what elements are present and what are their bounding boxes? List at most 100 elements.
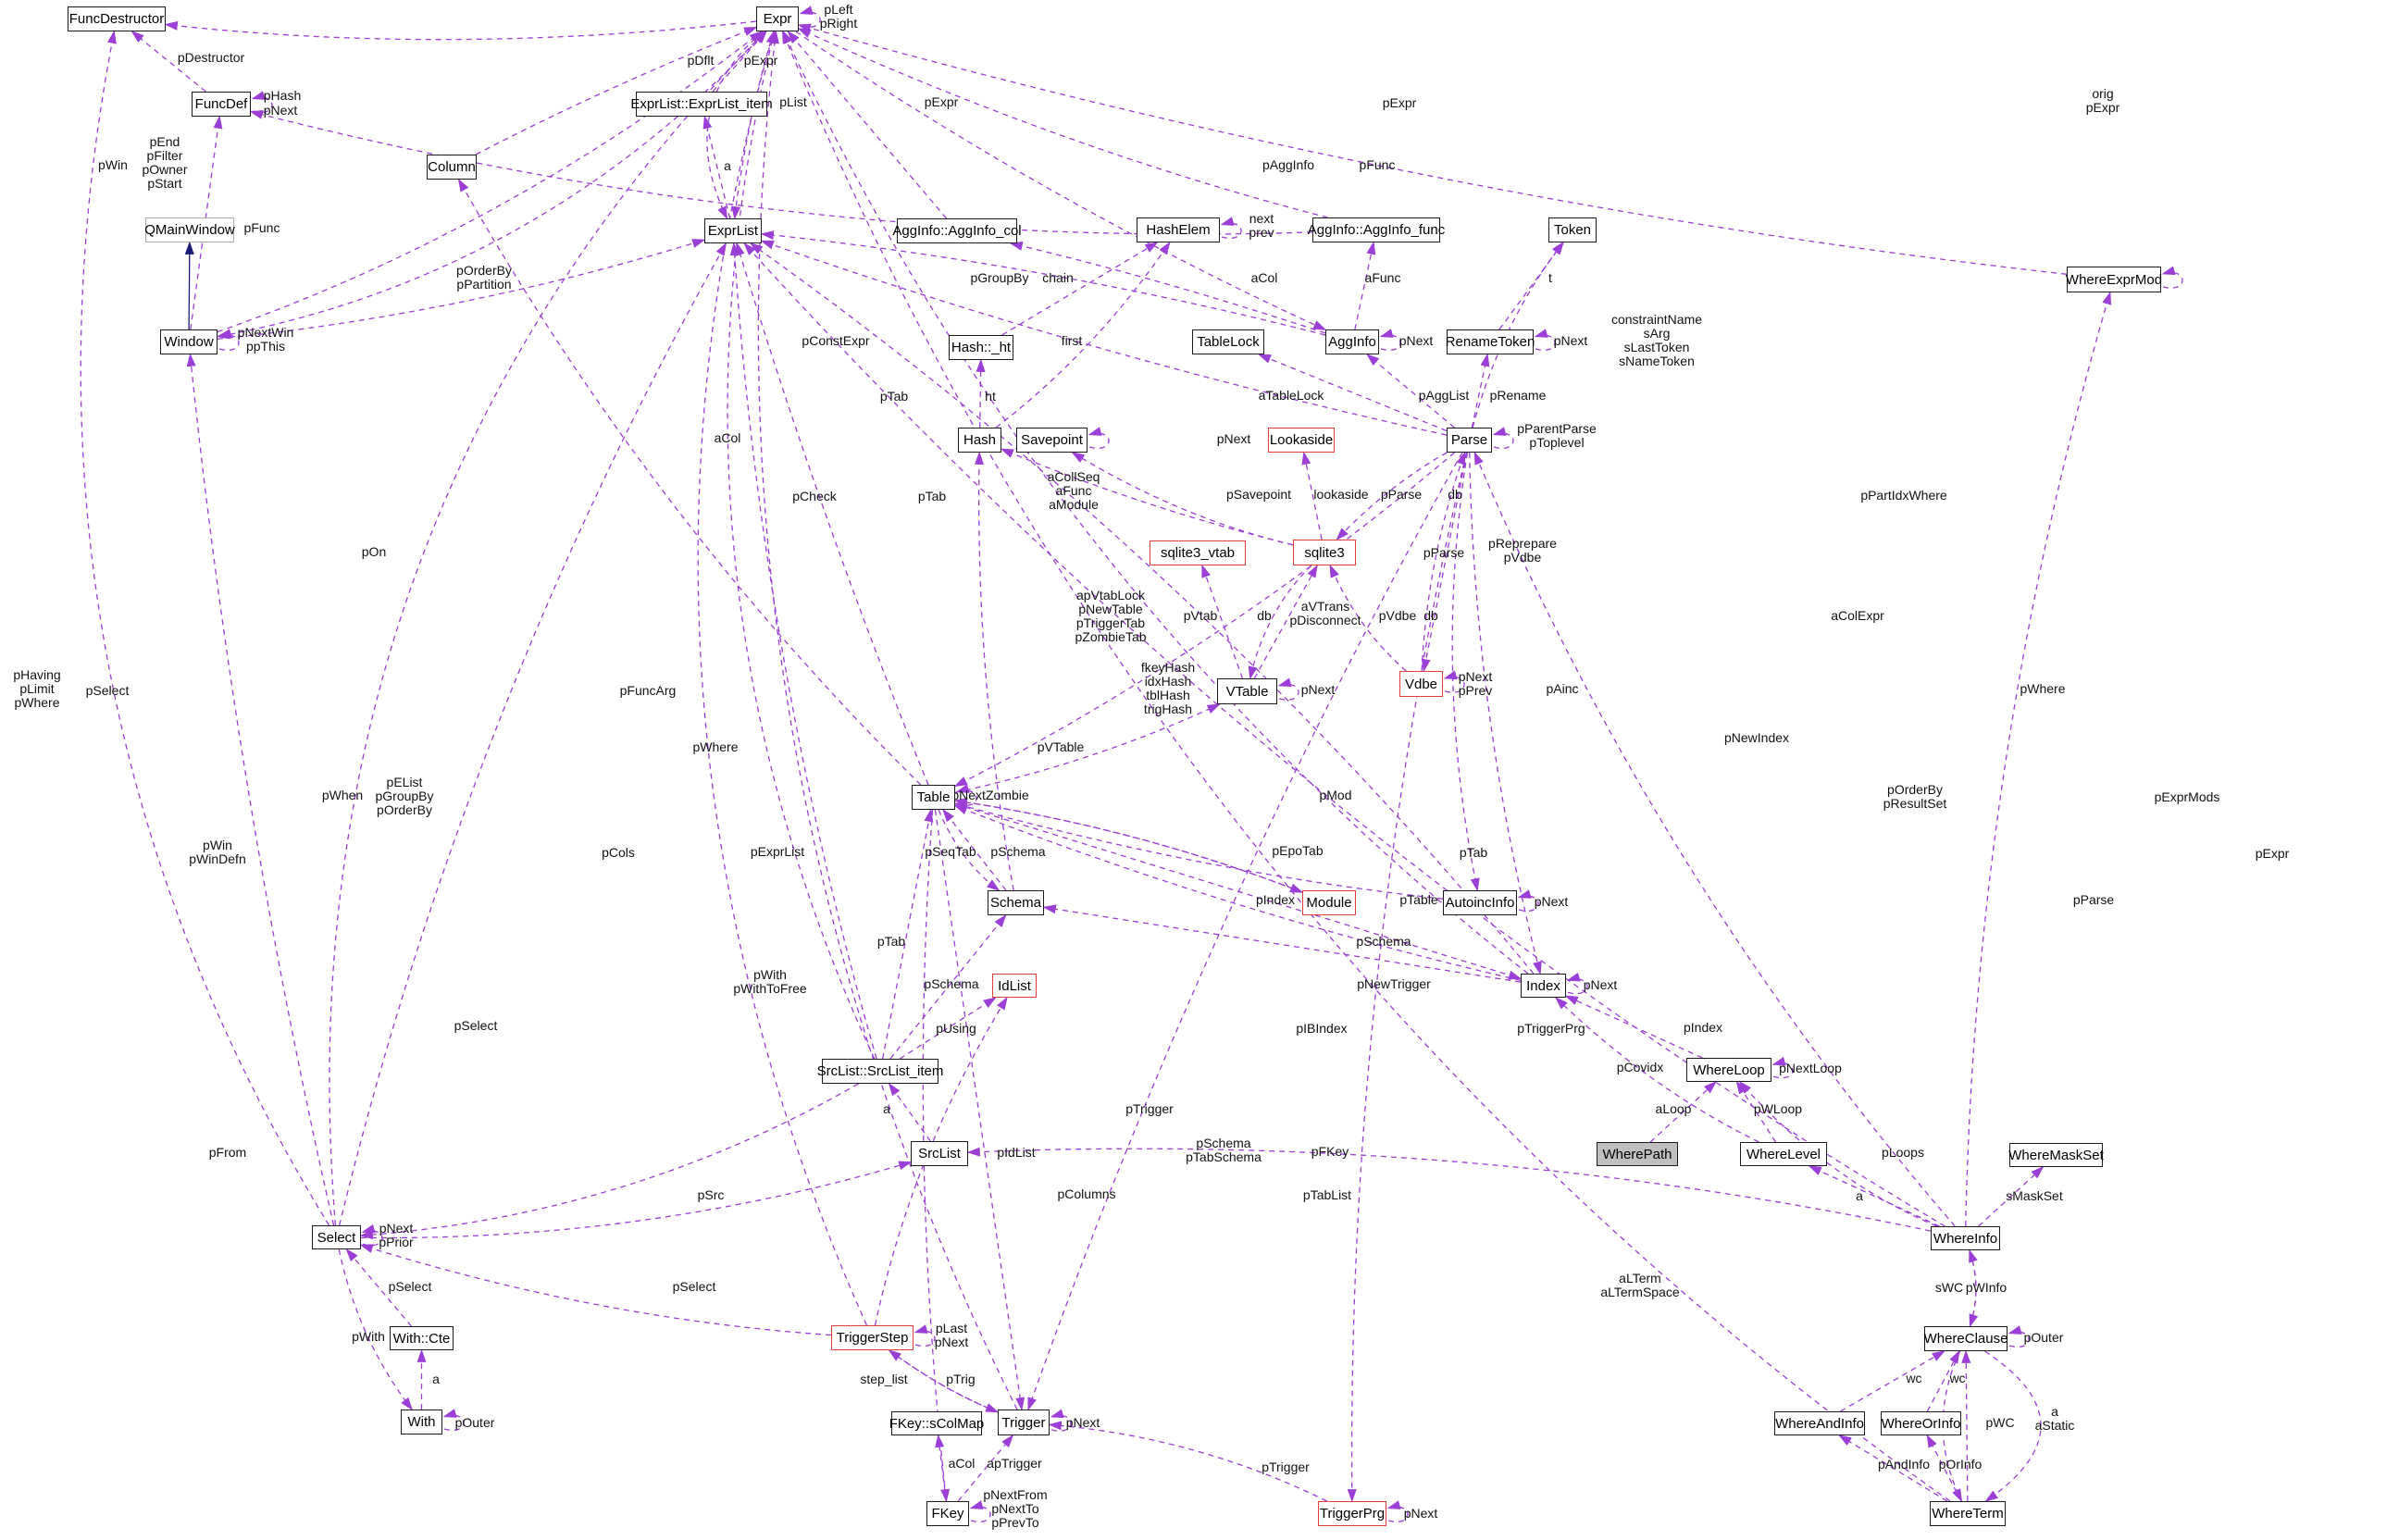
edge [164, 20, 757, 41]
class-node-idlist[interactable]: IdList [992, 974, 1037, 998]
edge [760, 240, 1448, 436]
class-node-whereexprmod[interactable]: WhereExprMod [2066, 267, 2162, 292]
class-node-whereloop[interactable]: WhereLoop [1686, 1058, 1771, 1082]
class-node-exprlist_item[interactable]: ExprList::ExprList_item [630, 92, 773, 117]
edge [1001, 242, 1159, 336]
edge [1471, 353, 1490, 428]
class-node-whereterm[interactable]: WhereTerm [1930, 1501, 2006, 1526]
class-node-funcdef[interactable]: FuncDef [192, 92, 251, 117]
class-node-vtable[interactable]: VTable [1217, 678, 1277, 704]
edge [475, 26, 758, 155]
class-node-agginfo[interactable]: AggInfo [1325, 329, 1379, 354]
class-node-funcdestructor[interactable]: FuncDestructor [68, 6, 166, 31]
class-node-autoincinfo[interactable]: AutoincInfo [1443, 890, 1517, 915]
class-node-renametoken[interactable]: RenameToken [1446, 329, 1535, 354]
edge [749, 242, 1535, 975]
class-node-exprlist[interactable]: ExprList [704, 218, 762, 243]
class-node-sqlite3_vtab[interactable]: sqlite3_vtab [1150, 540, 1246, 565]
edge [217, 239, 706, 340]
edge [914, 1324, 936, 1348]
class-node-agginfo_func[interactable]: AggInfo::AggInfo_func [1308, 217, 1445, 242]
class-node-column[interactable]: Column [427, 155, 477, 180]
edge [760, 230, 1326, 336]
class-node-fkey_scolmap[interactable]: FKey::sColMap [889, 1411, 984, 1435]
edge [1926, 1349, 1960, 1412]
edge [888, 1349, 999, 1413]
edge [757, 30, 1018, 1410]
class-node-srclist_item[interactable]: SrcList::SrcList_item [817, 1059, 943, 1084]
class-node-with_cte[interactable]: With::Cte [390, 1326, 454, 1350]
class-node-wherepath: WherePath [1597, 1142, 1678, 1166]
class-node-window[interactable]: Window [160, 329, 218, 354]
class-node-triggerstep[interactable]: TriggerStep [831, 1325, 914, 1350]
edge [1443, 670, 1465, 693]
edge [360, 1161, 913, 1239]
class-node-qmainwindow[interactable]: QMainWindow [144, 217, 235, 242]
edge [1984, 1350, 2042, 1502]
edge [1771, 1056, 1794, 1079]
class-node-triggerprg[interactable]: TriggerPrg [1318, 1501, 1386, 1526]
edge [249, 110, 1313, 235]
class-node-whereinfo[interactable]: WhereInfo [1931, 1226, 2000, 1250]
class-node-sqlite3[interactable]: sqlite3 [1293, 540, 1356, 565]
edge [217, 31, 763, 333]
class-node-fkey[interactable]: FKey [926, 1501, 969, 1526]
edge [966, 1147, 1932, 1232]
class-node-hash_ht[interactable]: Hash::_ht [949, 335, 1013, 360]
class-node-whereandinfo[interactable]: WhereAndInfo [1774, 1411, 1865, 1435]
class-node-hashelem[interactable]: HashElem [1137, 217, 1220, 242]
edge [1735, 1080, 1777, 1143]
edge [899, 997, 997, 1060]
edge [787, 30, 948, 219]
edge [1201, 564, 1244, 679]
class-node-hash[interactable]: Hash [958, 428, 1001, 453]
edge [953, 805, 1522, 981]
edge [1498, 241, 1564, 330]
class-node-token[interactable]: Token [1548, 217, 1597, 242]
class-node-with[interactable]: With [401, 1410, 442, 1434]
class-node-whereorinfo[interactable]: WhereOrInfo [1881, 1411, 1961, 1435]
edge [953, 797, 1303, 893]
edge [1838, 1434, 1948, 1502]
edge [457, 178, 922, 786]
edge [1840, 1350, 1945, 1412]
class-node-wherelevel[interactable]: WhereLevel [1740, 1142, 1827, 1166]
edge [1965, 291, 2112, 1227]
edge [1978, 1166, 2045, 1227]
edge [345, 1248, 413, 1327]
class-node-agginfo_col[interactable]: AggInfo::AggInfo_col [892, 218, 1022, 243]
edge [216, 31, 766, 340]
edge [2007, 1325, 2030, 1348]
edge [799, 6, 821, 29]
edge [1071, 452, 1294, 546]
edge [889, 1349, 1000, 1413]
class-node-lookaside[interactable]: Lookaside [1268, 428, 1335, 453]
edge [1942, 1350, 1963, 1503]
class-node-table[interactable]: Table [912, 785, 955, 810]
class-node-index[interactable]: Index [1521, 974, 1566, 998]
edge [729, 242, 877, 1060]
class-node-expr[interactable]: Expr [756, 6, 799, 31]
class-node-whereclause[interactable]: WhereClause [1924, 1326, 2007, 1351]
edge [1969, 1248, 1978, 1327]
class-node-srclist[interactable]: SrcList [911, 1141, 968, 1166]
class-node-parse[interactable]: Parse [1447, 428, 1492, 453]
class-node-trigger[interactable]: Trigger [998, 1410, 1050, 1435]
class-node-vdbe[interactable]: Vdbe [1399, 671, 1443, 697]
class-node-select[interactable]: Select [312, 1225, 361, 1249]
edge [186, 353, 335, 1226]
class-node-tablelock[interactable]: TableLock [1192, 329, 1264, 354]
class-node-module[interactable]: Module [1302, 890, 1356, 915]
class-node-schema[interactable]: Schema [988, 890, 1044, 915]
edge [781, 30, 1951, 1502]
edge [1048, 1421, 1327, 1502]
edge [1336, 452, 1448, 541]
edge [938, 809, 1001, 891]
class-node-savepoint[interactable]: Savepoint [1016, 428, 1088, 453]
edge [1009, 242, 1326, 334]
edge [934, 809, 1025, 1411]
class-node-wheremaskset[interactable]: WhereMaskSet [2008, 1143, 2104, 1167]
edge [338, 1248, 413, 1411]
edge [1277, 677, 1299, 701]
